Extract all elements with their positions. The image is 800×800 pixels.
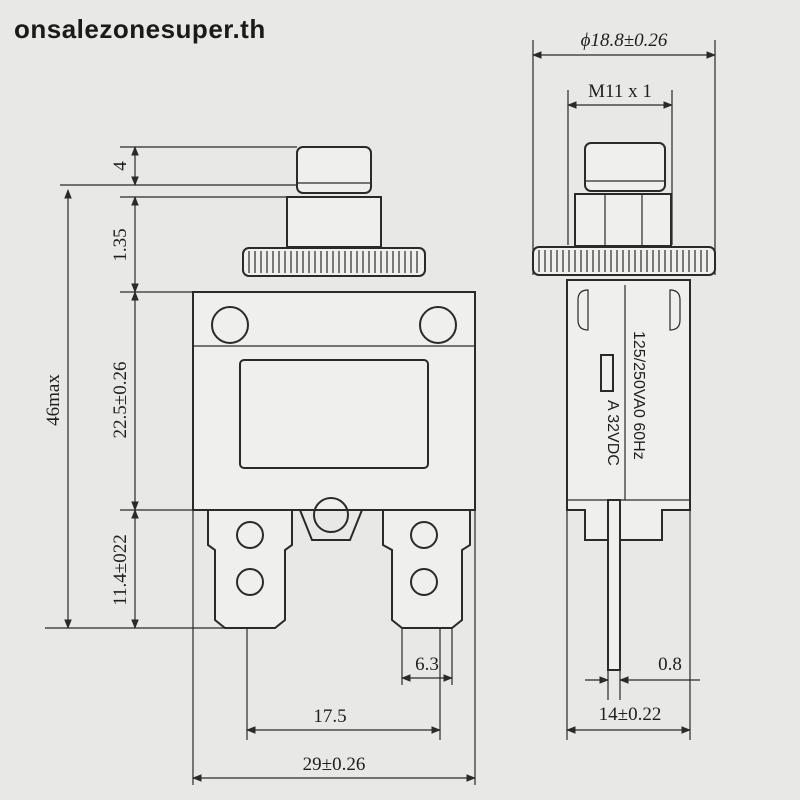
center-rivet — [313, 497, 349, 533]
dim-body-height: 22.5±0.26 — [110, 362, 131, 439]
dim-body-depth: 14±0.22 — [599, 704, 662, 725]
dim-body-width: 29±0.26 — [303, 754, 366, 775]
mounting-hole-right — [419, 306, 457, 344]
nut — [286, 196, 382, 248]
front-view: 4 1.35 22.5±0.26 11.4±022 46max 6.3 17.5… — [43, 146, 476, 785]
dim-terminal-length: 11.4±022 — [110, 534, 131, 605]
breaker-body — [192, 291, 476, 511]
dim-terminal-width: 6.3 — [415, 654, 439, 675]
dim-nut-height: 1.35 — [110, 228, 131, 261]
dim-terminal-thickness: 0.8 — [658, 654, 682, 675]
dim-overall-height: 46max — [43, 374, 64, 426]
side-view: 125/250VA0 60Hz A 32VDC — [532, 30, 716, 740]
dim-terminal-spacing: 17.5 — [313, 706, 346, 727]
rating-mark — [600, 354, 614, 392]
dim-flange-diameter: ϕ18.8±0.26 — [581, 30, 668, 51]
dim-thread: M11 x 1 — [588, 81, 652, 102]
push-button — [296, 146, 372, 194]
side-body — [566, 279, 691, 541]
rating-line-2: A 32VDC — [604, 400, 621, 466]
watermark: onsalezonesuper.th — [14, 14, 266, 44]
side-terminal-blade — [607, 499, 621, 671]
rating-line-1: 125/250VA0 60Hz — [630, 331, 647, 460]
side-push-button — [584, 142, 666, 192]
dim-button-height: 4 — [110, 161, 131, 171]
label-window — [239, 359, 429, 469]
knurled-flange — [242, 247, 426, 277]
mounting-hole-left — [211, 306, 249, 344]
side-flange — [532, 246, 716, 276]
side-nut — [574, 193, 672, 247]
